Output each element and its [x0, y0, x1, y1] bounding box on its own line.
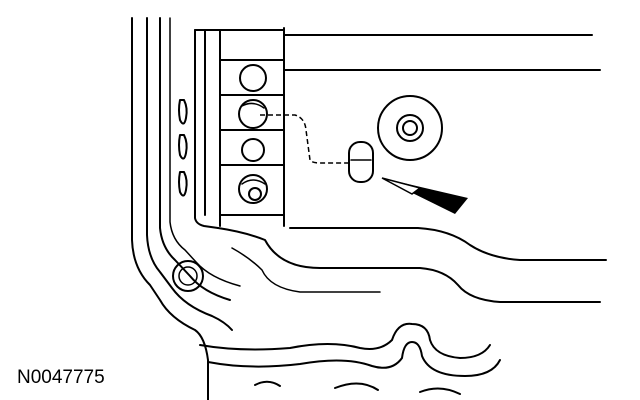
leader-line: [260, 114, 349, 164]
wall-bumps: [178, 99, 188, 197]
check-ball-icon: [348, 141, 374, 183]
corner-boss: [172, 260, 204, 292]
rails: [283, 34, 601, 71]
separator-plate: [194, 27, 285, 229]
pointer-arrow-icon: [381, 177, 468, 214]
casting-outline: [131, 17, 241, 400]
plate-holes: [238, 64, 268, 204]
channel-lines: [217, 227, 607, 303]
bottom-casting: [199, 322, 501, 395]
bolt-boss: [377, 95, 443, 161]
figure-id-label: N0047775: [17, 367, 105, 388]
